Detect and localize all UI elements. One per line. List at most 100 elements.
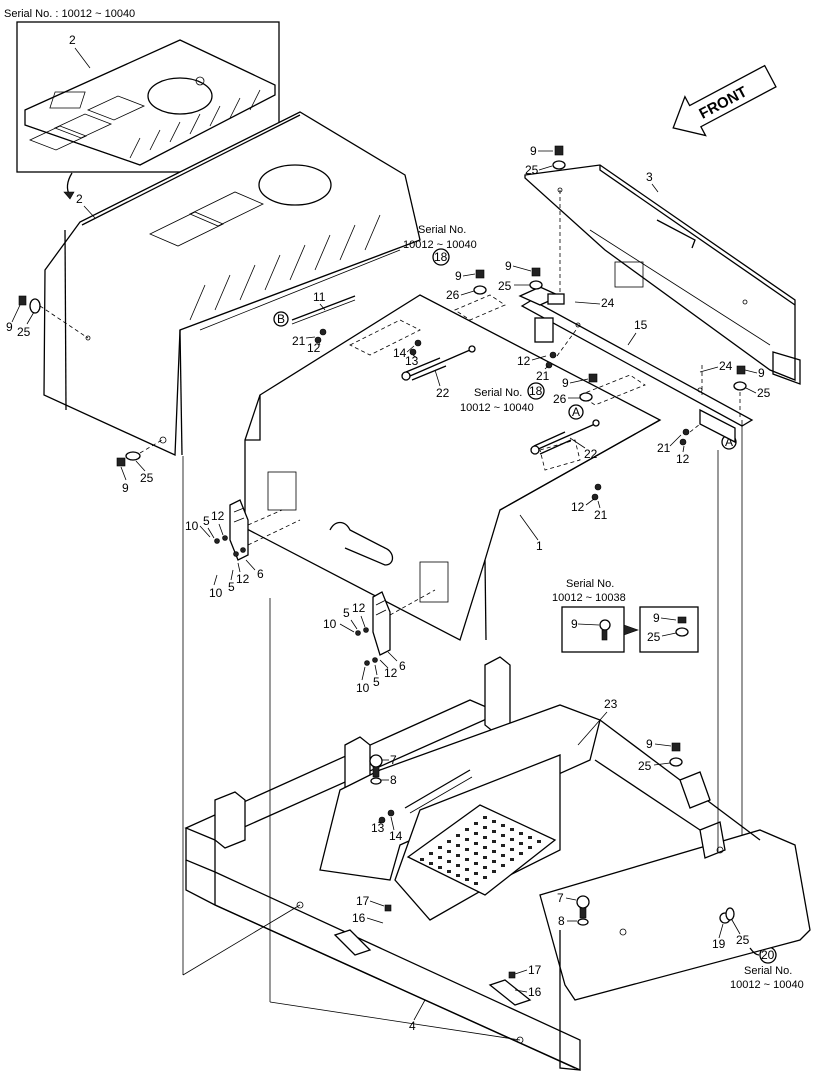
callout-21-c: 21 <box>594 508 608 522</box>
callout-19: 19 <box>712 937 726 951</box>
checker-dot <box>474 882 478 885</box>
callout-11: 11 <box>313 290 326 304</box>
callout-14-a: 14 <box>393 346 407 360</box>
circled-ref-A-left: A <box>568 404 584 420</box>
checker-dot <box>510 848 514 851</box>
callout-25-variant: 25 <box>647 630 661 644</box>
checker-dot <box>483 836 487 839</box>
callout-9-k: 9 <box>646 737 653 751</box>
callout-13-a: 13 <box>405 354 419 368</box>
callout-10-c: 10 <box>323 617 337 631</box>
checker-dot <box>492 860 496 863</box>
hinge-6-upper <box>214 499 301 561</box>
serial-note-4-range: 10012 ~ 10040 <box>730 979 804 991</box>
part-3-side-cover <box>524 164 801 385</box>
checker-dot <box>519 852 523 855</box>
checker-dot <box>528 836 532 839</box>
checker-dot <box>465 828 469 831</box>
callout-12-h: 12 <box>384 666 398 680</box>
callout-5-c: 5 <box>343 606 350 620</box>
checker-dot <box>429 852 433 855</box>
svg-text:18: 18 <box>529 384 543 398</box>
checker-dot <box>510 858 514 861</box>
callout-25-h: 25 <box>736 933 750 947</box>
hinge-6-lower <box>355 589 436 666</box>
callout-25-a: 25 <box>17 325 31 339</box>
callout-21-a: 21 <box>536 369 550 383</box>
part-2-upper-hood <box>43 111 421 456</box>
svg-text:20: 20 <box>761 948 775 962</box>
checker-dot <box>456 844 460 847</box>
callout-15: 15 <box>634 318 648 332</box>
serial-note-4-title: Serial No. <box>744 965 792 977</box>
checker-dot <box>474 872 478 875</box>
callout-9-f: 9 <box>455 269 462 283</box>
callout-12-c: 12 <box>571 500 585 514</box>
callout-9-h: 9 <box>562 376 569 390</box>
serial-note-2-title: Serial No. <box>474 387 522 399</box>
checker-dot <box>501 854 505 857</box>
fastener-cover-top <box>552 145 566 170</box>
callout-5-b: 5 <box>228 580 235 594</box>
header-serial-note: Serial No. : 10012 ~ 10040 <box>4 8 135 20</box>
checker-dot <box>492 870 496 873</box>
checker-dot <box>528 846 532 849</box>
callout-26-a: 26 <box>446 288 460 302</box>
checker-dot <box>465 878 469 881</box>
checker-dot <box>483 826 487 829</box>
checker-dot <box>492 830 496 833</box>
callout-10-a: 10 <box>185 519 199 533</box>
checker-dot <box>438 846 442 849</box>
checker-dot <box>456 854 460 857</box>
checker-dot <box>465 858 469 861</box>
checker-dot <box>447 870 451 873</box>
checker-dot <box>501 844 505 847</box>
checker-dot <box>510 838 514 841</box>
checker-dot <box>474 862 478 865</box>
callout-12-a: 12 <box>517 354 531 368</box>
checker-dot <box>429 862 433 865</box>
checker-dot <box>510 828 514 831</box>
part-15-bracket <box>518 286 754 444</box>
callout-9-g: 9 <box>505 259 512 273</box>
callout-2-hood: 2 <box>76 192 83 206</box>
fastener-hood-bottom <box>116 439 163 467</box>
callout-21-b: 21 <box>657 441 671 455</box>
callout-25-g: 25 <box>638 759 652 773</box>
callout-13-b: 13 <box>371 821 385 835</box>
checker-dot <box>474 832 478 835</box>
callout-25-b: 25 <box>140 471 154 485</box>
checker-dot <box>474 842 478 845</box>
callout-12-e: 12 <box>211 509 225 523</box>
svg-text:A: A <box>572 405 580 419</box>
callout-14-b: 14 <box>389 829 403 843</box>
gas-spring-22-lower <box>530 419 600 455</box>
checker-dot <box>456 874 460 877</box>
serial-note-2-range: 10012 ~ 10040 <box>460 402 534 414</box>
circled-ref-20: 20 <box>759 946 777 964</box>
callout-7-a: 7 <box>390 753 397 767</box>
serial-note-3-range: 10012 ~ 10038 <box>552 592 626 604</box>
circled-ref-18-a: 18 <box>432 248 450 266</box>
callout-17-b: 17 <box>528 963 542 977</box>
checker-dot <box>501 824 505 827</box>
callout-17-a: 17 <box>356 894 370 908</box>
part-23-frame <box>184 656 811 1072</box>
callout-6-a: 6 <box>257 567 264 581</box>
checker-dot <box>492 840 496 843</box>
callout-10-d: 10 <box>356 681 370 695</box>
callout-9-variant-new: 9 <box>653 611 660 625</box>
fasteners-frame <box>369 742 735 979</box>
callout-25-f: 25 <box>757 386 771 400</box>
callout-7-b: 7 <box>557 891 564 905</box>
checker-dot <box>474 822 478 825</box>
callout-12-f: 12 <box>236 572 250 586</box>
fastener-hood-left <box>18 295 89 339</box>
checker-dot <box>456 864 460 867</box>
checker-dot <box>447 860 451 863</box>
front-direction-arrow: FRONT <box>672 64 777 137</box>
checker-dot <box>483 866 487 869</box>
callout-25-e: 25 <box>498 279 512 293</box>
checker-plate-pattern <box>420 816 541 885</box>
